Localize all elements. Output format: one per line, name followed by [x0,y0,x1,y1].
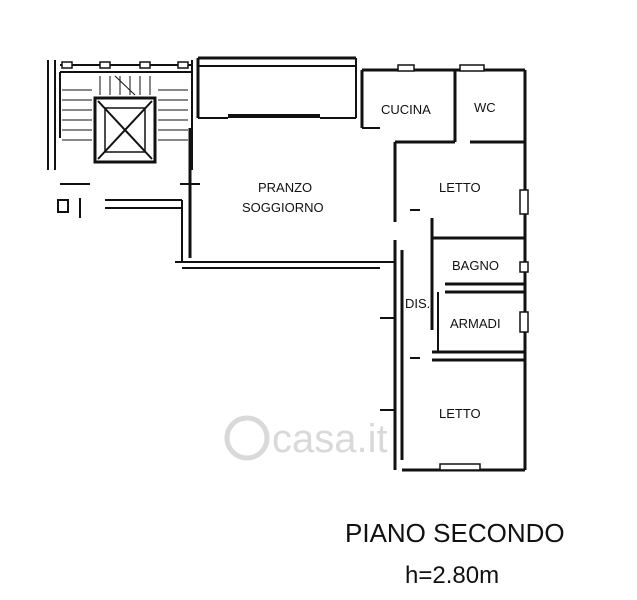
room-label-armadi: ARMADI [450,316,501,331]
watermark: casa.it [224,415,388,461]
floor-height: h=2.80m [405,562,499,589]
room-label-dis: DIS. [405,296,430,311]
room-labels: CUCINA WC PRANZO SOGGIORNO LETTO BAGNO D… [242,100,501,421]
room-label-wc: WC [474,100,496,115]
floor-title: PIANO SECONDO [345,518,565,548]
room-label-pranzo: PRANZO [258,180,312,195]
stairwell [47,60,200,218]
room-label-letto-1: LETTO [439,180,481,195]
watermark-logo-icon [224,415,270,461]
watermark-text: casa.it [272,417,388,461]
room-label-soggiorno: SOGGIORNO [242,200,324,215]
windows [61,61,529,471]
room-label-bagno: BAGNO [452,258,499,273]
room-label-cucina: CUCINA [381,102,431,117]
room-label-letto-2: LETTO [439,406,481,421]
walls [47,56,527,472]
